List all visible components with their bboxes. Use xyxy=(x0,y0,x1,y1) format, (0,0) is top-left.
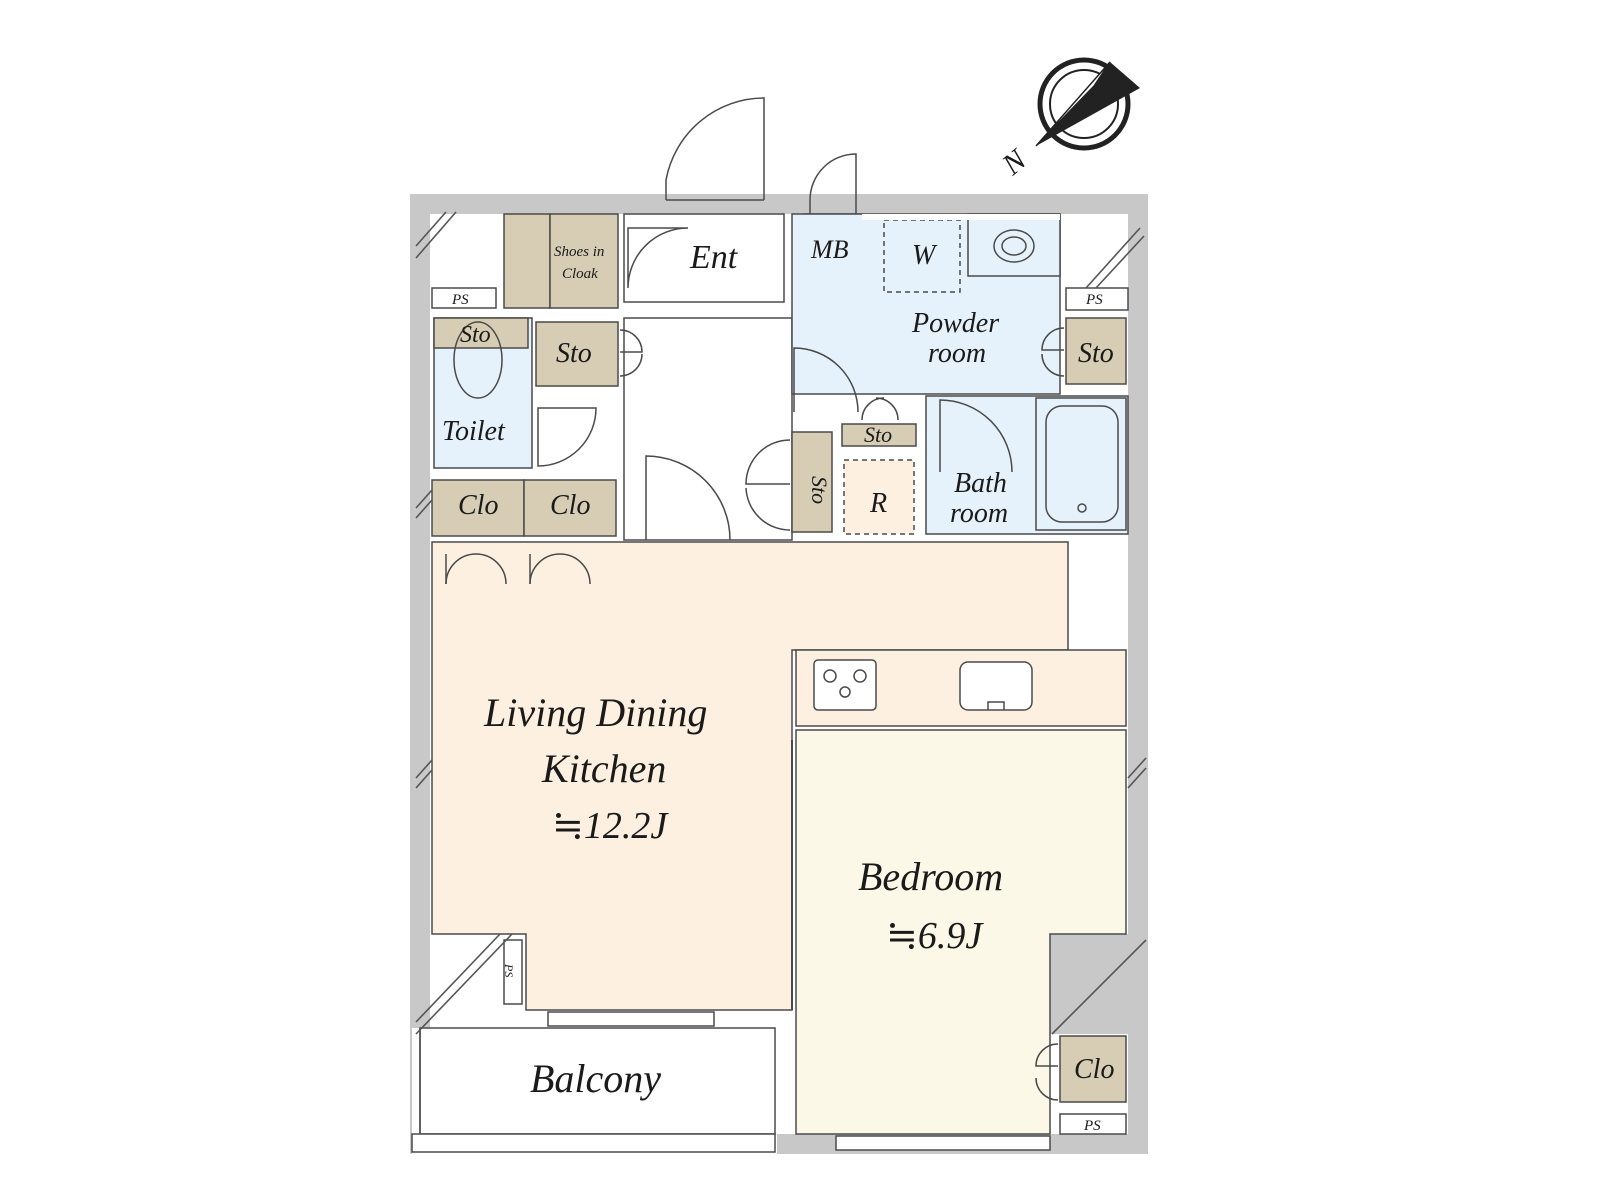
ldk-window xyxy=(547,1011,715,1027)
label-entrance: Ent xyxy=(689,239,739,276)
hallway-floor xyxy=(623,317,793,541)
label-powder-storage: Sto xyxy=(1078,338,1114,369)
powder-storage xyxy=(1065,317,1127,385)
label-closet-left: Clo xyxy=(458,490,498,521)
bathtub-outer xyxy=(1035,397,1127,531)
hall-storage-doors xyxy=(619,329,643,377)
bedroom-floor xyxy=(795,729,1127,1135)
ldk-door xyxy=(645,455,731,541)
label-powder-room-1: Powder xyxy=(911,308,999,339)
refrigerator-space xyxy=(843,459,915,535)
shoe-cabinet-left xyxy=(503,213,551,309)
label-bath-room-2: room xyxy=(950,498,1008,529)
ent-inner-door xyxy=(627,227,689,289)
label-pipe-space-bedroom: PS xyxy=(1083,1118,1101,1134)
label-ldk-1: Living Dining xyxy=(483,690,707,735)
label-ldk-2: Kitchen xyxy=(541,746,666,791)
shoe-cabinet-right xyxy=(549,213,619,309)
burner-3 xyxy=(839,686,851,698)
label-balcony: Balcony xyxy=(530,1056,661,1101)
vertical-storage-doors xyxy=(745,439,791,531)
doors xyxy=(445,97,1065,1101)
burner-2 xyxy=(853,669,867,683)
label-pipe-space-top-left: PS xyxy=(451,292,469,308)
label-vertical-storage: Sto xyxy=(807,476,832,504)
bedroom-window xyxy=(835,1135,1051,1151)
structural-column xyxy=(1050,934,1130,1034)
meter-box-door xyxy=(809,153,857,214)
bedroom-closet xyxy=(1059,1035,1127,1103)
bedroom-closet-doors xyxy=(1035,1043,1059,1101)
hall-storage xyxy=(535,321,619,387)
top-bar-right xyxy=(862,214,1060,220)
label-powder-room-2: room xyxy=(928,338,986,369)
pipe-space-bedroom xyxy=(1059,1113,1127,1135)
sink-basin-outer xyxy=(993,229,1035,263)
washer-space xyxy=(883,219,961,293)
entrance-door xyxy=(665,97,765,200)
label-small-storage: Sto xyxy=(864,422,892,447)
label-refrigerator: R xyxy=(869,488,887,519)
label-bath-room-1: Bath xyxy=(954,468,1007,499)
label-bedroom-area: ≒6.9J xyxy=(886,915,984,957)
balcony-outline xyxy=(419,1027,776,1135)
compass-label: N xyxy=(995,142,1034,182)
label-meter-box: MB xyxy=(810,235,849,264)
kitchen-sink xyxy=(959,661,1033,711)
label-shoes-in-cloak-1: Shoes in xyxy=(554,244,604,260)
pipe-space-top-left xyxy=(431,287,497,309)
closet-left xyxy=(431,479,525,537)
label-pipe-space-top-right: PS xyxy=(1085,292,1103,308)
powder-storage-doors xyxy=(1041,327,1065,377)
label-bedroom-closet: Clo xyxy=(1074,1054,1114,1085)
label-toilet: Toilet xyxy=(442,416,506,447)
compass-icon xyxy=(1035,57,1140,151)
burner-1 xyxy=(823,669,837,683)
bathtub-drain xyxy=(1077,503,1087,513)
faucet xyxy=(987,701,1005,710)
bath-door xyxy=(939,399,1013,473)
sink-basin-inner xyxy=(1001,236,1027,256)
closet-doors xyxy=(445,553,591,585)
toilet-door xyxy=(537,407,597,467)
small-storage-doors xyxy=(861,397,899,421)
label-toilet-storage: Sto xyxy=(460,322,491,348)
bathtub-inner xyxy=(1045,405,1119,523)
sink-counter xyxy=(967,213,1061,277)
balcony-railing xyxy=(411,1133,776,1153)
vertical-storage xyxy=(791,431,833,533)
pipe-space-ldk xyxy=(503,939,523,1005)
label-closet-right: Clo xyxy=(550,490,590,521)
stove xyxy=(813,659,877,711)
label-washer: W xyxy=(912,240,938,271)
label-ldk-area: ≒12.2J xyxy=(552,805,669,847)
wall-hatching xyxy=(415,211,1147,1035)
label-hall-storage: Sto xyxy=(556,338,592,369)
label-shoes-in-cloak-2: Cloak xyxy=(562,266,598,282)
closet-right xyxy=(523,479,617,537)
small-storage xyxy=(841,423,917,447)
powder-door xyxy=(793,347,859,413)
label-pipe-space-ldk: PS xyxy=(502,963,516,977)
label-bedroom: Bedroom xyxy=(858,854,1003,899)
toilet-bowl xyxy=(453,321,503,399)
